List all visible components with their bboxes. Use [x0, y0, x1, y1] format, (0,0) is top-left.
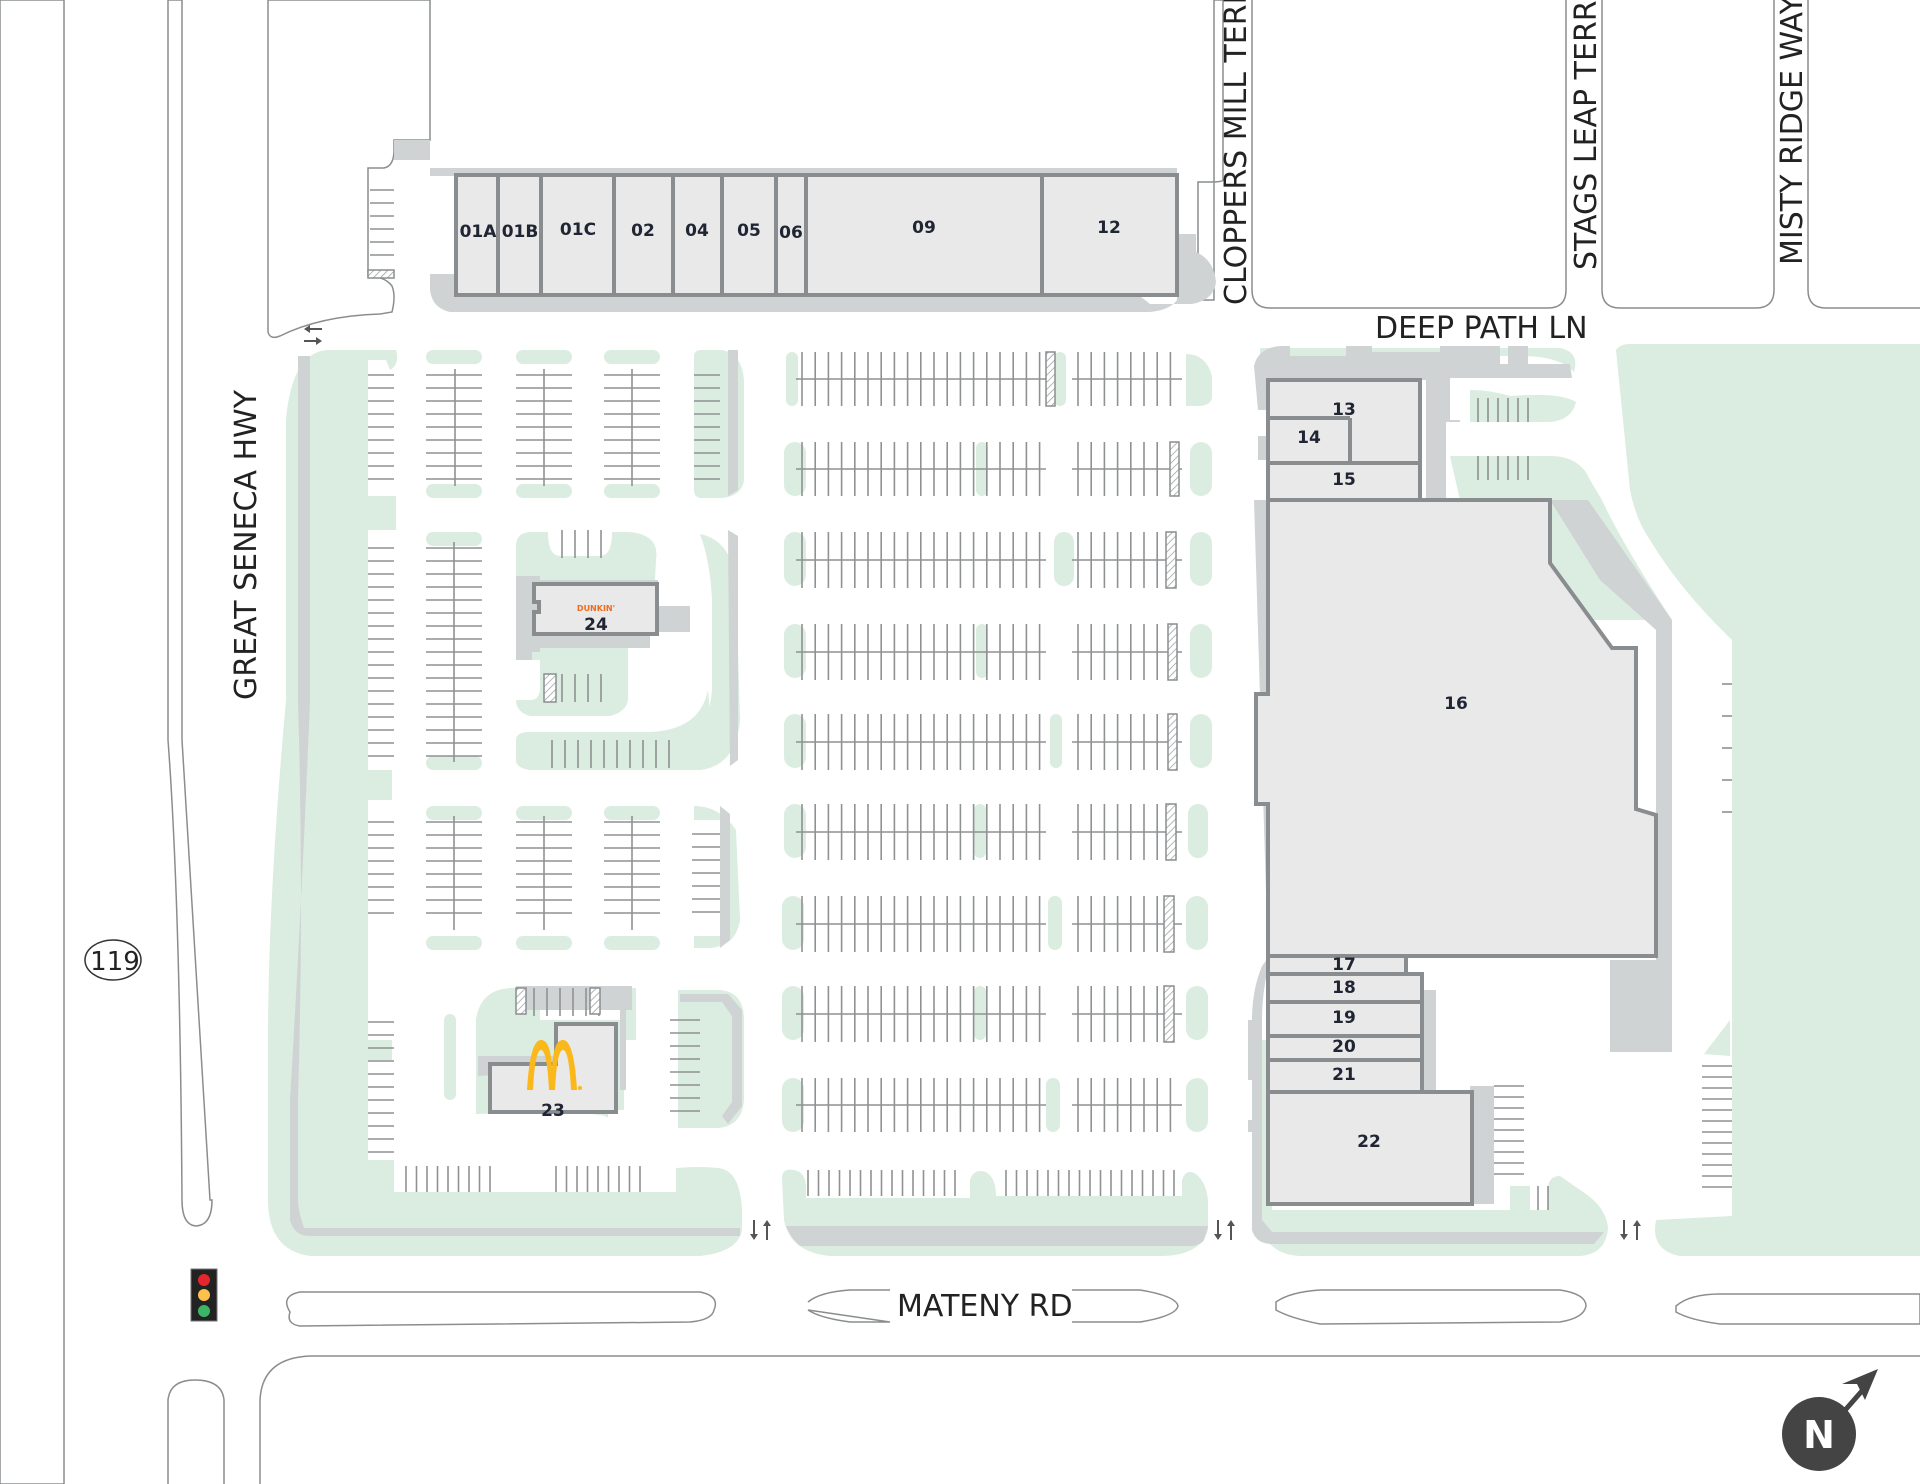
- unit-05[interactable]: 05: [737, 221, 761, 241]
- street-labels: GREAT SENECA HWY CLOPPERS MILL TERR STAG…: [229, 0, 1810, 1324]
- accessible-parking: [367, 269, 1180, 1043]
- unit-15[interactable]: 15: [1332, 470, 1356, 490]
- top-retail-building: [454, 173, 1179, 297]
- mcdonalds-arches-icon: [527, 1040, 577, 1090]
- landscape-areas: [268, 344, 1920, 1256]
- entrance-arrows-1: [750, 1220, 771, 1240]
- entrance-arrows-2: [1214, 1220, 1235, 1240]
- street-mateny-rd: MATENY RD: [897, 1289, 1073, 1324]
- street-deep-path-ln: DEEP PATH LN: [1375, 311, 1588, 346]
- pad-24-dunkin[interactable]: DUNKIN' 24: [532, 582, 659, 636]
- unit-19[interactable]: 19: [1332, 1008, 1356, 1028]
- parking-stalls: [368, 189, 1732, 1210]
- unit-24: 24: [584, 615, 608, 635]
- unit-04[interactable]: 04: [685, 221, 709, 241]
- street-cloppers-mill-terr: CLOPPERS MILL TERR: [1219, 0, 1254, 305]
- entrance-arrows-3: [1620, 1220, 1641, 1240]
- unit-20[interactable]: 20: [1332, 1037, 1356, 1057]
- street-great-seneca-hwy: GREAT SENECA HWY: [229, 389, 264, 700]
- unit-01C[interactable]: 01C: [560, 220, 596, 240]
- route-number: 119: [90, 947, 140, 977]
- unit-23: 23: [541, 1101, 565, 1121]
- unit-06[interactable]: 06: [779, 223, 803, 243]
- unit-01B[interactable]: 01B: [502, 222, 539, 242]
- east-anchor-building: [1254, 378, 1658, 1206]
- top-unit-labels: 01A 01B 01C 02 04 05 06 09 12: [460, 218, 1121, 243]
- unit-02[interactable]: 02: [631, 221, 655, 241]
- entrance-arrows-top-left: [304, 325, 322, 345]
- unit-17[interactable]: 17: [1332, 955, 1356, 975]
- unit-16[interactable]: 16: [1444, 694, 1468, 714]
- unit-14[interactable]: 14: [1297, 428, 1321, 448]
- traffic-direction-arrows: [304, 325, 1641, 1240]
- street-misty-ridge-way: MISTY RIDGE WAY: [1775, 0, 1810, 265]
- traffic-light-icon: [190, 1268, 218, 1322]
- north-compass-icon: N: [1782, 1369, 1878, 1471]
- route-119-shield: 119: [84, 939, 142, 981]
- unit-12[interactable]: 12: [1097, 218, 1121, 238]
- pad-23-mcdonalds[interactable]: 23: [488, 1022, 618, 1121]
- unit-09[interactable]: 09: [912, 218, 936, 238]
- central-aisle-islands: [782, 352, 1212, 1132]
- street-stags-leap-terr: STAGS LEAP TERR: [1569, 0, 1604, 270]
- dunkin-logo: DUNKIN': [577, 604, 615, 613]
- unit-01A[interactable]: 01A: [460, 222, 498, 242]
- unit-18[interactable]: 18: [1332, 978, 1356, 998]
- compass-label: N: [1803, 1413, 1835, 1457]
- east-unit-labels: 13 14 15 16 17 18 19 20 21 22: [1297, 400, 1468, 1152]
- unit-13[interactable]: 13: [1332, 400, 1356, 420]
- unit-22[interactable]: 22: [1357, 1132, 1381, 1152]
- unit-21[interactable]: 21: [1332, 1065, 1356, 1085]
